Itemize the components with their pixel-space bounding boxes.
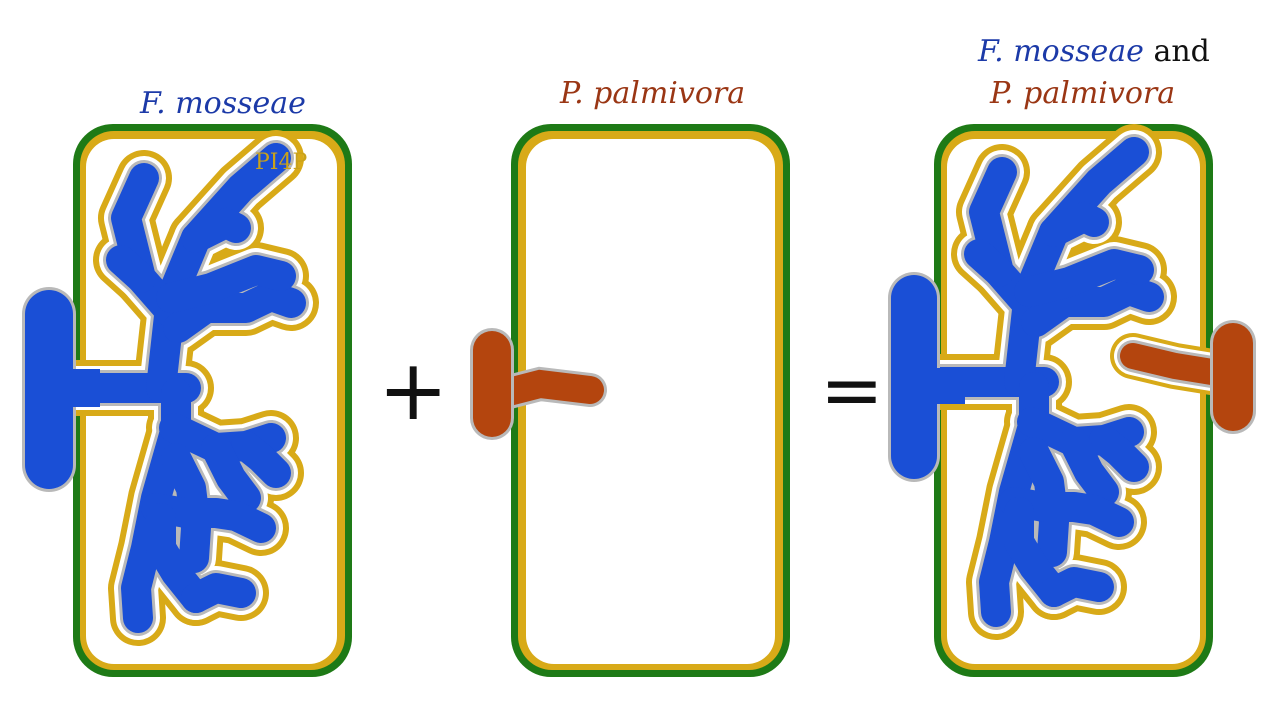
panel-3-title-line-1: F. mosseae and [978,34,1210,69]
cell-panel-3 [888,124,1256,677]
equals-operator: = [820,345,884,434]
cell-interior [526,139,775,664]
cell-panel-1 [22,124,352,677]
panel-3-title-species-2: P. palmivora [990,76,1176,111]
panel-1-title: F. mosseae [140,86,306,121]
panel-2-title: P. palmivora [560,76,746,111]
panel-3-title-species-1: F. mosseae [978,34,1144,69]
pi4p-label: PI4P [255,150,308,175]
panel-3-title-joiner: and [1153,34,1210,69]
haustorium [1120,343,1225,385]
haustorium [491,369,604,407]
cell-panel-2 [470,124,790,677]
plus-operator: + [378,341,449,439]
